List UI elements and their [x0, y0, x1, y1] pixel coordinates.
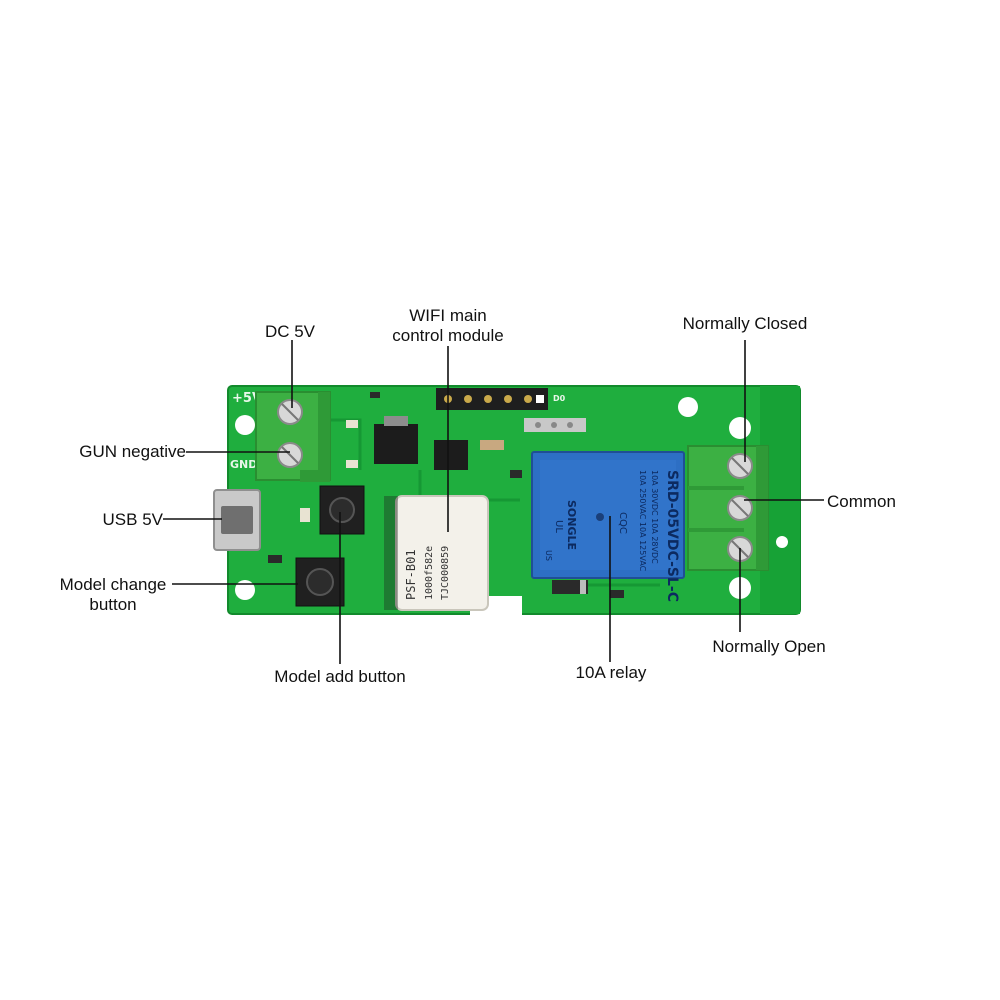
wifi-module: PSF-B01 1000f582e TJC000859 [384, 495, 489, 611]
relay-model-text: SRD-05VDC-SL-C [664, 470, 680, 602]
label-usb-5v: USB 5V [103, 510, 164, 529]
relay-component: SRD-05VDC-SL-C 10A 30VDC 10A 28VDC 10A 2… [531, 451, 685, 602]
module-serial-text: 1000f582e [424, 546, 435, 600]
module-code-text: TJC000859 [440, 546, 451, 600]
power-terminal-block [255, 391, 331, 482]
relay-ul-text: UL [553, 520, 564, 533]
model-change-tact-button [295, 557, 345, 607]
relay-marker-dot [596, 513, 604, 521]
label-wifi-line1: WIFI main [409, 306, 486, 325]
callout-labels: DC 5V WIFI main control module Normally … [60, 306, 896, 686]
label-wifi-line2: control module [392, 326, 504, 345]
label-10a-relay: 10A relay [576, 663, 647, 682]
relay-brand-text: SONGLE [565, 500, 578, 550]
leader-lines [163, 340, 824, 664]
label-common: Common [827, 492, 896, 511]
label-model-change-line1: Model change [60, 575, 167, 594]
driver-chip [434, 440, 468, 470]
label-model-change-line2: button [89, 595, 136, 614]
label-model-add-button: Model add button [274, 667, 405, 686]
usb-connector [213, 489, 261, 551]
silk-gnd: GND [230, 458, 257, 471]
module-model-text: PSF-B01 [404, 549, 418, 600]
relay-us-text: US [544, 550, 553, 561]
label-normally-closed: Normally Closed [683, 314, 808, 333]
smd-components [268, 392, 624, 598]
silk-plus5v: +5V [232, 391, 262, 406]
relay-cqc-text: CQC [617, 512, 628, 534]
small-header [524, 418, 586, 432]
regulator-chip [374, 416, 418, 464]
label-dc-5v: DC 5V [265, 322, 316, 341]
silk-d0: D0 [553, 394, 566, 403]
relay-rating-text: 10A 30VDC 10A 28VDC [650, 470, 659, 564]
mounting-hole [776, 536, 788, 548]
mounting-hole [235, 580, 255, 600]
label-normally-open: Normally Open [712, 637, 825, 656]
pin-header [436, 388, 548, 410]
model-add-tact-button [319, 485, 365, 535]
mounting-hole [678, 397, 698, 417]
mounting-hole [729, 417, 751, 439]
diode [552, 580, 588, 594]
label-gun-negative: GUN negative [79, 442, 186, 461]
relay-terminal-block [687, 445, 769, 571]
mounting-hole [235, 415, 255, 435]
relay-rating-text-2: 10A 250VAC 10A 125VAC [638, 470, 647, 572]
